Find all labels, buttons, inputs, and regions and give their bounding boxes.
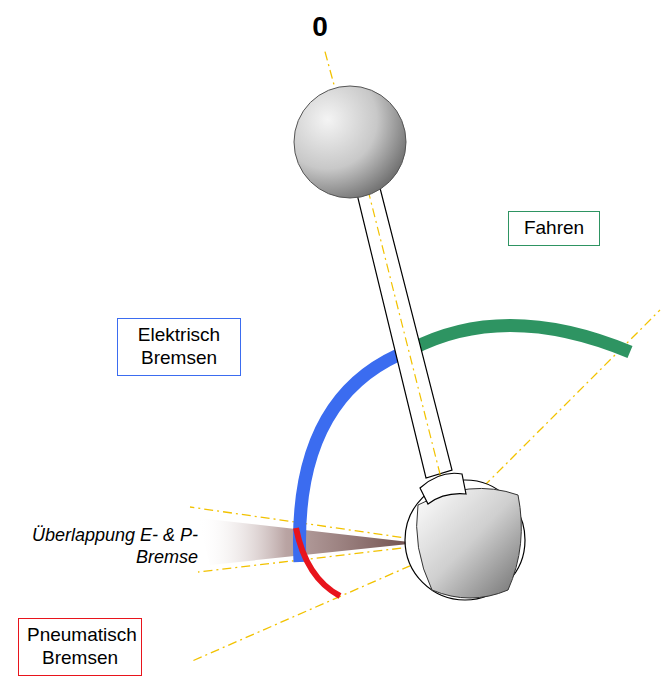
e-brake-box: Elektrisch Bremsen: [117, 318, 241, 376]
zero-mark: 0: [300, 10, 340, 44]
angle-lines: [190, 48, 660, 662]
box-text: Fahren: [517, 217, 591, 240]
p-brake-box: Pneumatisch Bremsen: [18, 618, 142, 676]
box-text: Pneumatisch Bremsen: [27, 624, 133, 670]
lever: [294, 86, 525, 600]
e-brake-arc: [299, 350, 410, 562]
box-text: Elektrisch Bremsen: [126, 324, 232, 370]
p-brake-arc: [296, 528, 340, 596]
drive-arc: [410, 325, 630, 352]
drive-box: Fahren: [508, 211, 600, 246]
overlap-label: Überlappung E- & P-Bremse: [20, 525, 198, 568]
